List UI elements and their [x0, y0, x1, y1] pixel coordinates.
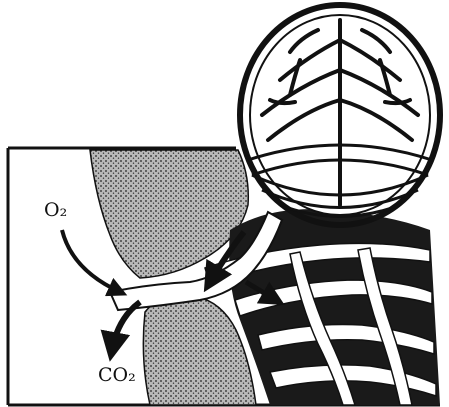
co2-label: CO₂ — [98, 366, 136, 385]
o2-label: O₂ — [44, 201, 67, 220]
